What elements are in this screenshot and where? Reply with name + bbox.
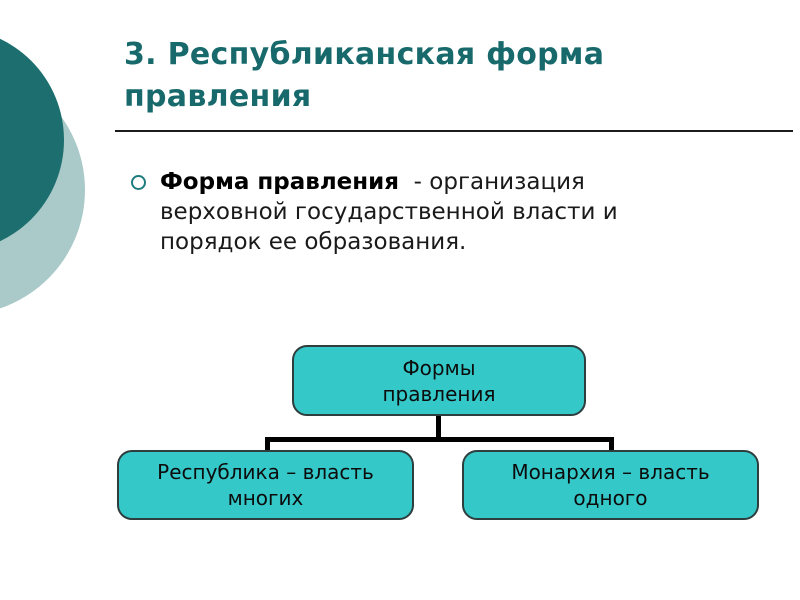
circle-bullet-icon [131,175,146,190]
connector-root-stem [436,414,441,440]
bullet-definition: - организация верховной государственной … [160,169,618,255]
connector-horizontal [265,437,614,442]
connector-right-stub [609,440,614,452]
diagram-node-root: Формы правления [292,345,586,416]
bullet-item: Форма правления - организация верховной … [131,167,690,257]
title-divider [115,130,793,132]
diagram-node-monarchy: Монархия – власть одного [462,450,759,520]
bullet-text: Форма правления - организация верховной … [160,167,690,257]
diagram-node-republic: Республика – власть многих [117,450,414,520]
bullet-term: Форма правления [160,169,400,195]
slide-title: 3. Республиканская форма правления [124,37,605,114]
connector-left-stub [265,440,270,452]
